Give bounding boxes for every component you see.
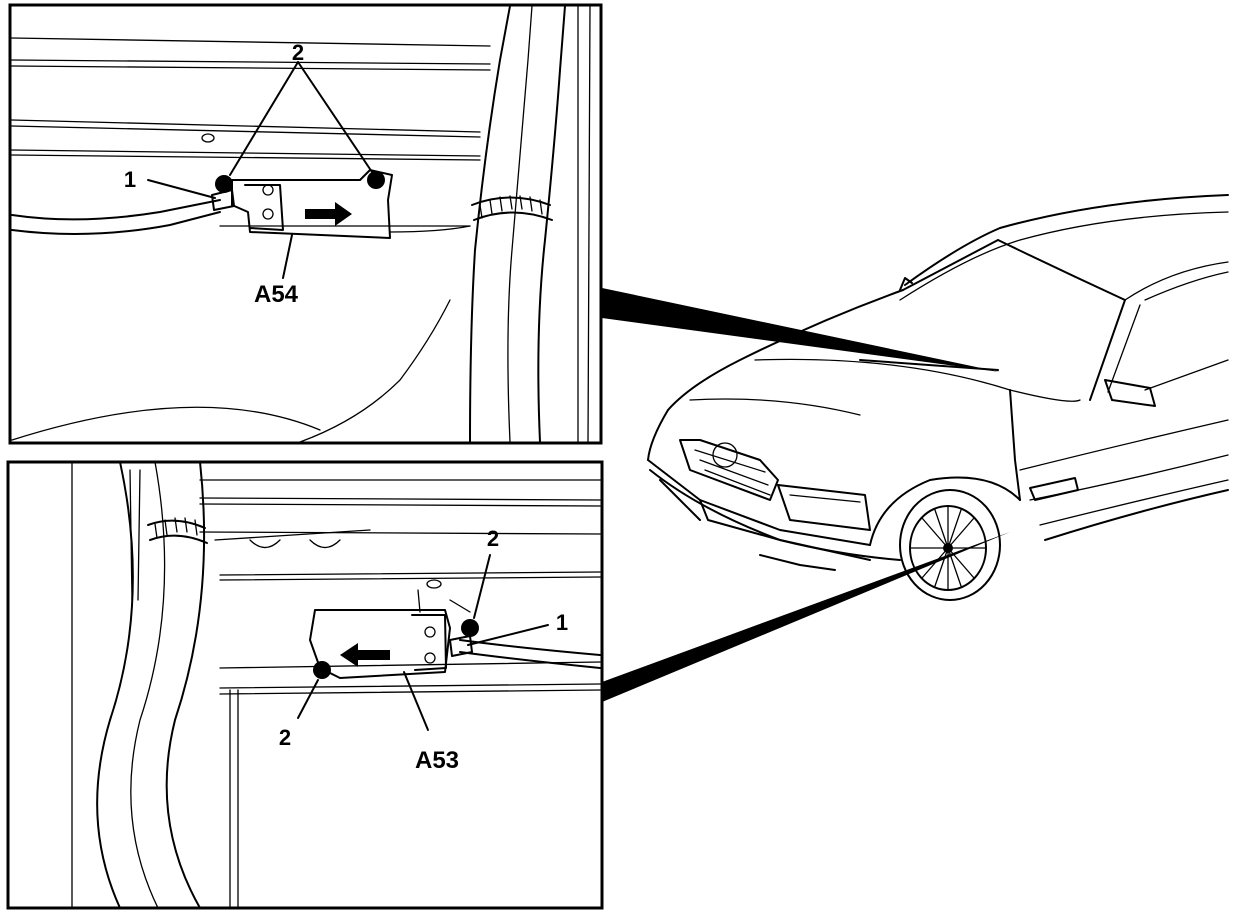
component-a54-label: A54: [254, 281, 299, 308]
car-illustration: [647, 194, 1229, 601]
leader-to-bottom-inset: [602, 532, 1010, 702]
callout-2-label: 2: [292, 40, 304, 65]
bolt-right: [367, 171, 385, 189]
callout-1-label: 1: [124, 167, 136, 192]
callout-1-label: 1: [556, 610, 568, 635]
bottom-inset-panel: 2 1 2 A53: [6, 460, 604, 910]
bolt-left: [215, 175, 233, 193]
direction-arrow-right: [305, 202, 352, 226]
top-inset-panel: 2 1 A54: [8, 3, 603, 445]
bolt-upper-right: [461, 619, 479, 637]
component-a53-label: A53: [415, 747, 459, 774]
direction-arrow-left: [340, 643, 390, 667]
leader-to-top-inset: [602, 288, 1000, 372]
bolt-lower-left: [313, 661, 331, 679]
callout-2-upper-label: 2: [487, 526, 499, 551]
callout-2-lower-label: 2: [279, 725, 291, 750]
